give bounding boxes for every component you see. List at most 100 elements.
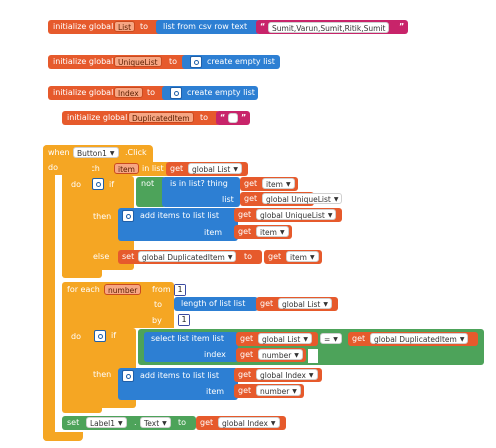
var-name-text: UniqueList bbox=[118, 58, 158, 67]
else-label: else bbox=[93, 252, 110, 261]
var-ref: number bbox=[260, 387, 290, 396]
var-name-uniquelist[interactable]: UniqueList bbox=[114, 56, 162, 67]
get-number[interactable]: get number▼ bbox=[236, 348, 306, 362]
var-dropdown[interactable]: global DuplicatedItem▼ bbox=[370, 333, 469, 344]
var-dropdown[interactable]: global List▼ bbox=[278, 298, 332, 309]
loop-var-item[interactable]: item bbox=[114, 163, 139, 174]
component-dropdown[interactable]: Button1▼ bbox=[73, 147, 119, 158]
get-global-index[interactable]: get global Index▼ bbox=[234, 368, 322, 382]
get-label: get bbox=[238, 227, 252, 236]
then-label: then bbox=[93, 212, 112, 221]
create-empty-list-block[interactable]: create empty list bbox=[182, 55, 280, 69]
set-label1-text-block[interactable]: set Label1▼ . Text▼ to bbox=[62, 416, 196, 430]
var-dropdown[interactable]: global UniqueList▼ bbox=[262, 193, 343, 204]
quote-open-icon: “ bbox=[220, 113, 226, 122]
gear-icon[interactable] bbox=[122, 210, 134, 222]
get-global-uniquelist[interactable]: get global UniqueList▼ bbox=[234, 208, 342, 222]
do-label: do bbox=[71, 332, 81, 341]
get-label: get bbox=[238, 210, 252, 219]
select-list-item-block[interactable]: select list item list index bbox=[144, 332, 238, 362]
var-dropdown[interactable]: item▼ bbox=[286, 251, 319, 262]
gear-icon[interactable] bbox=[122, 370, 134, 382]
var-dropdown[interactable]: global DuplicatedItem▼ bbox=[138, 251, 237, 262]
property-dropdown[interactable]: Text▼ bbox=[140, 417, 171, 428]
event-footer bbox=[43, 432, 83, 441]
gear-icon[interactable] bbox=[190, 56, 202, 68]
get-item[interactable]: get item▼ bbox=[240, 177, 298, 191]
get-item[interactable]: get item▼ bbox=[234, 225, 292, 239]
var-ref: item bbox=[290, 253, 307, 262]
var-dropdown[interactable]: global UniqueList▼ bbox=[256, 209, 337, 220]
quote-close-icon: ” bbox=[399, 22, 405, 31]
length-of-list-block[interactable]: length of list list bbox=[174, 297, 258, 311]
var-name-index[interactable]: Index bbox=[114, 87, 143, 98]
for-each-label: for each bbox=[67, 285, 100, 294]
chevron-down-icon: ▼ bbox=[308, 372, 314, 379]
component-dropdown[interactable]: Label1▼ bbox=[86, 417, 127, 428]
compare-operator-dropdown[interactable]: =▼ bbox=[320, 333, 342, 344]
quote-close-icon: ” bbox=[241, 113, 247, 122]
init-label: initialize global bbox=[53, 22, 114, 31]
gear-icon[interactable] bbox=[94, 330, 106, 342]
var-dropdown[interactable]: global Index▼ bbox=[256, 369, 318, 380]
in-list-label: in list bbox=[142, 164, 164, 173]
list-label: list bbox=[222, 195, 234, 204]
csv-text-field[interactable]: Sumit,Varun,Sumit,Ritik,Sumit bbox=[268, 21, 390, 33]
chevron-down-icon: ▼ bbox=[292, 388, 297, 395]
add-items-to-list-block[interactable]: add items to list list item bbox=[118, 208, 238, 241]
csv-text-value: Sumit,Varun,Sumit,Ritik,Sumit bbox=[272, 23, 386, 33]
var-ref: global List bbox=[192, 165, 231, 174]
var-dropdown[interactable]: global List▼ bbox=[258, 333, 312, 344]
var-dropdown[interactable]: number▼ bbox=[256, 385, 301, 396]
do-label: do bbox=[48, 163, 58, 172]
gear-icon[interactable] bbox=[170, 87, 182, 99]
var-name-duplicateditem[interactable]: DuplicatedItem bbox=[128, 112, 194, 123]
loop-var-number[interactable]: number bbox=[104, 284, 142, 295]
var-ref: global Index bbox=[222, 419, 268, 428]
when-button1-click-block[interactable] bbox=[43, 145, 55, 441]
init-global-list-block[interactable]: initialize global List to bbox=[48, 20, 162, 34]
chevron-down-icon: ▼ bbox=[233, 166, 238, 173]
var-ref: item bbox=[260, 228, 277, 237]
empty-text-field[interactable] bbox=[228, 113, 238, 123]
property-name: Text bbox=[144, 419, 160, 428]
init-global-duplicateditem-block[interactable]: initialize global DuplicatedItem to bbox=[62, 111, 220, 125]
get-global-duplicateditem[interactable]: get global DuplicatedItem▼ bbox=[348, 332, 478, 346]
add-items-to-list-block[interactable]: add items to list list item bbox=[118, 368, 238, 400]
get-global-index[interactable]: get global Index▼ bbox=[196, 416, 286, 430]
chevron-down-icon: ▼ bbox=[118, 420, 123, 427]
set-label: set bbox=[67, 418, 80, 427]
gear-icon[interactable] bbox=[92, 178, 104, 190]
is-in-list-block[interactable]: is in list? thing list bbox=[162, 177, 240, 207]
var-dropdown[interactable]: item▼ bbox=[262, 178, 295, 189]
from-number-block[interactable]: 1 bbox=[174, 284, 186, 296]
not-block[interactable]: not bbox=[136, 177, 166, 207]
get-global-list[interactable]: get global List▼ bbox=[166, 162, 248, 176]
get-global-list[interactable]: get global List▼ bbox=[256, 297, 338, 311]
empty-text-block[interactable]: “ ” bbox=[216, 111, 250, 125]
set-global-duplicateditem-block[interactable]: set global DuplicatedItem▼ to bbox=[118, 250, 262, 264]
init-global-uniquelist-block[interactable]: initialize global UniqueList to bbox=[48, 55, 188, 69]
text-string-block[interactable]: “ Sumit,Varun,Sumit,Ritik,Sumit ” bbox=[256, 20, 408, 34]
var-name-list[interactable]: List bbox=[114, 21, 136, 32]
chevron-down-icon: ▼ bbox=[279, 229, 285, 236]
get-item[interactable]: get item▼ bbox=[264, 250, 322, 264]
create-empty-list-block[interactable]: create empty list bbox=[162, 86, 258, 100]
var-dropdown[interactable]: global Index▼ bbox=[218, 417, 280, 428]
var-dropdown[interactable]: number▼ bbox=[258, 349, 303, 360]
not-label: not bbox=[141, 179, 155, 188]
by-value: 1 bbox=[179, 315, 189, 325]
component-name: Label1 bbox=[90, 419, 116, 428]
to-label: to bbox=[147, 88, 156, 97]
get-number[interactable]: get number▼ bbox=[234, 384, 304, 398]
var-dropdown[interactable]: global List▼ bbox=[188, 163, 242, 174]
init-global-index-block[interactable]: initialize global Index to bbox=[48, 86, 168, 100]
list-from-csv-block[interactable]: list from csv row text bbox=[156, 20, 260, 34]
select-label: select list item list bbox=[151, 334, 224, 343]
get-global-list[interactable]: get global List▼ bbox=[236, 332, 318, 346]
by-number-block[interactable]: 1 bbox=[178, 314, 190, 326]
loop-var-text: number bbox=[108, 286, 138, 295]
get-global-uniquelist[interactable]: get global UniqueList▼ bbox=[240, 192, 343, 206]
item-label: item bbox=[204, 228, 223, 237]
var-dropdown[interactable]: item▼ bbox=[256, 226, 289, 237]
